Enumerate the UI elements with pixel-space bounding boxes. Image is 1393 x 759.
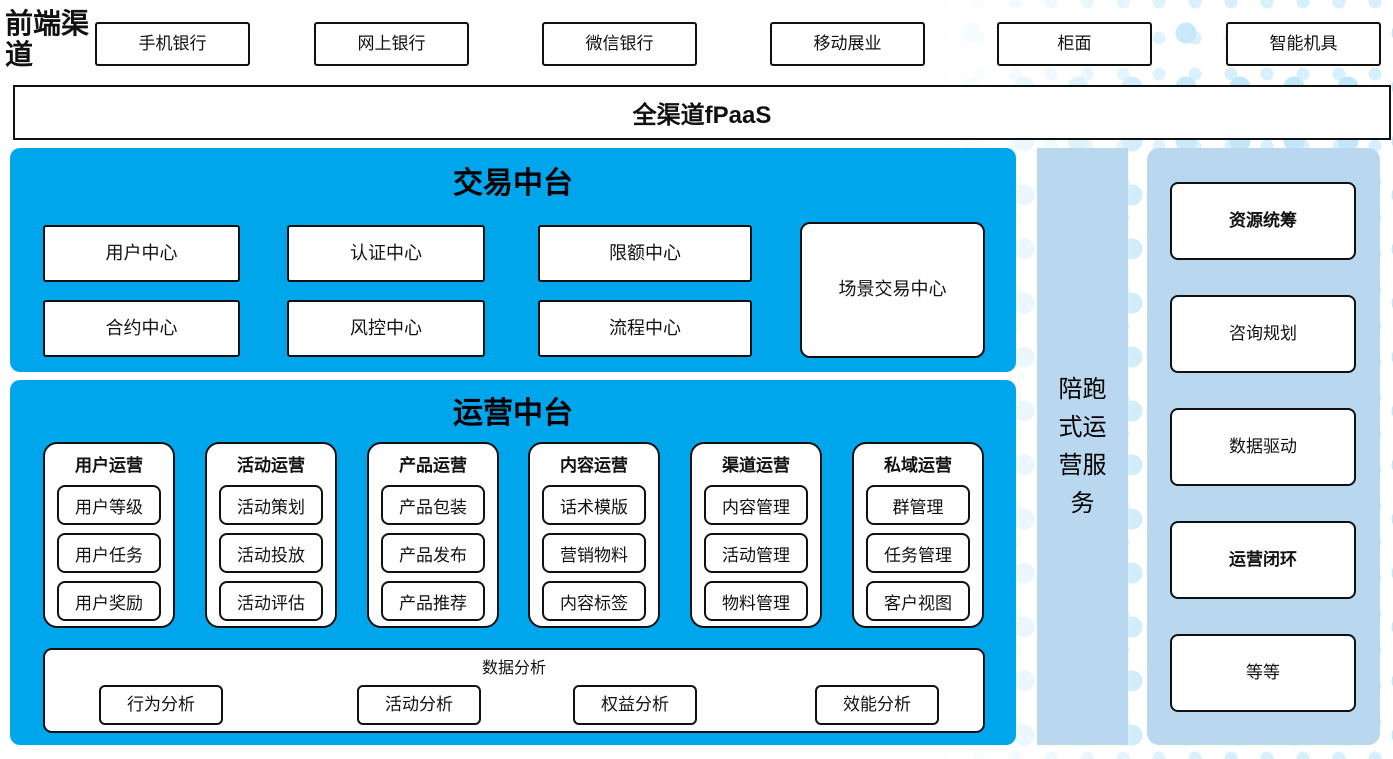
box-efficiency-analysis: 效能分析 <box>815 685 939 725</box>
box-process-center: 流程中心 <box>538 300 752 357</box>
operations-platform-section: 运营中台 用户运营 用户等级 用户任务 用户奖励 活动运营 活动策划 活动投放 … <box>10 380 1016 745</box>
transaction-platform-title: 交易中台 <box>453 167 573 200</box>
ops-item: 活动评估 <box>219 581 323 621</box>
transaction-platform-section: 交易中台 用户中心 认证中心 限额中心 合约中心 风控中心 流程中心 场景交易中… <box>10 148 1016 372</box>
ops-column-activity: 活动运营 活动策划 活动投放 活动评估 <box>205 442 337 628</box>
ops-column-private-domain: 私域运营 群管理 任务管理 客户视图 <box>852 442 984 628</box>
ops-column-product: 产品运营 产品包装 产品发布 产品推荐 <box>367 442 499 628</box>
channel-box-mobile-banking: 手机银行 <box>95 22 250 66</box>
ops-item: 产品包装 <box>381 485 485 525</box>
ops-column-channel: 渠道运营 内容管理 活动管理 物料管理 <box>690 442 822 628</box>
ops-item: 话术模版 <box>542 485 646 525</box>
ops-column-content: 内容运营 话术模版 营销物料 内容标签 <box>528 442 660 628</box>
box-consulting-planning: 咨询规划 <box>1170 295 1356 373</box>
ops-item: 产品推荐 <box>381 581 485 621</box>
box-limit-center: 限额中心 <box>538 225 752 282</box>
box-resource-coordination: 资源统筹 <box>1170 182 1356 260</box>
ops-column-title: 渠道运营 <box>722 456 790 475</box>
box-user-center: 用户中心 <box>43 225 240 282</box>
data-analysis-strip: 数据分析 行为分析 活动分析 权益分析 效能分析 <box>43 648 985 733</box>
ops-item: 活动管理 <box>704 533 808 573</box>
ops-column-title: 活动运营 <box>237 456 305 475</box>
ops-column-title: 内容运营 <box>560 456 628 475</box>
channel-box-counter: 柜面 <box>997 22 1152 66</box>
box-scenario-transaction-center: 场景交易中心 <box>800 222 985 358</box>
front-channels-label: 前端渠道 <box>5 7 90 71</box>
channel-box-smart-machines: 智能机具 <box>1226 22 1381 66</box>
channel-box-wechat-banking: 微信银行 <box>542 22 697 66</box>
box-benefit-analysis: 权益分析 <box>573 685 697 725</box>
ops-item: 活动投放 <box>219 533 323 573</box>
ops-item: 任务管理 <box>866 533 970 573</box>
operations-platform-title: 运营中台 <box>453 397 573 430</box>
ops-column-title: 私域运营 <box>884 456 952 475</box>
ops-column-user: 用户运营 用户等级 用户任务 用户奖励 <box>43 442 175 628</box>
accompanying-operations-service-bar: 陪跑式运营服务 <box>1037 148 1128 745</box>
channel-box-mobile-outreach: 移动展业 <box>770 22 925 66</box>
ops-item: 产品发布 <box>381 533 485 573</box>
fpaas-bar: 全渠道fPaaS <box>13 85 1391 140</box>
ops-column-title: 用户运营 <box>75 456 143 475</box>
channel-box-online-banking: 网上银行 <box>314 22 469 66</box>
box-data-driven: 数据驱动 <box>1170 408 1356 486</box>
box-auth-center: 认证中心 <box>287 225 485 282</box>
ops-item: 物料管理 <box>704 581 808 621</box>
ops-item: 客户视图 <box>866 581 970 621</box>
ops-item: 内容管理 <box>704 485 808 525</box>
box-operations-closed-loop: 运营闭环 <box>1170 521 1356 599</box>
ops-column-title: 产品运营 <box>399 456 467 475</box>
box-behavior-analysis: 行为分析 <box>99 685 223 725</box>
ops-item: 用户奖励 <box>57 581 161 621</box>
box-etc: 等等 <box>1170 634 1356 712</box>
service-capabilities-panel: 资源统筹 咨询规划 数据驱动 运营闭环 等等 <box>1147 148 1380 745</box>
ops-item: 内容标签 <box>542 581 646 621</box>
box-contract-center: 合约中心 <box>43 300 240 357</box>
accompanying-operations-service-label: 陪跑式运营服务 <box>1058 375 1107 517</box>
ops-item: 用户任务 <box>57 533 161 573</box>
ops-item: 群管理 <box>866 485 970 525</box>
data-analysis-title: 数据分析 <box>481 660 546 677</box>
box-risk-center: 风控中心 <box>287 300 485 357</box>
ops-item: 用户等级 <box>57 485 161 525</box>
box-activity-analysis: 活动分析 <box>357 685 481 725</box>
ops-item: 营销物料 <box>542 533 646 573</box>
ops-item: 活动策划 <box>219 485 323 525</box>
